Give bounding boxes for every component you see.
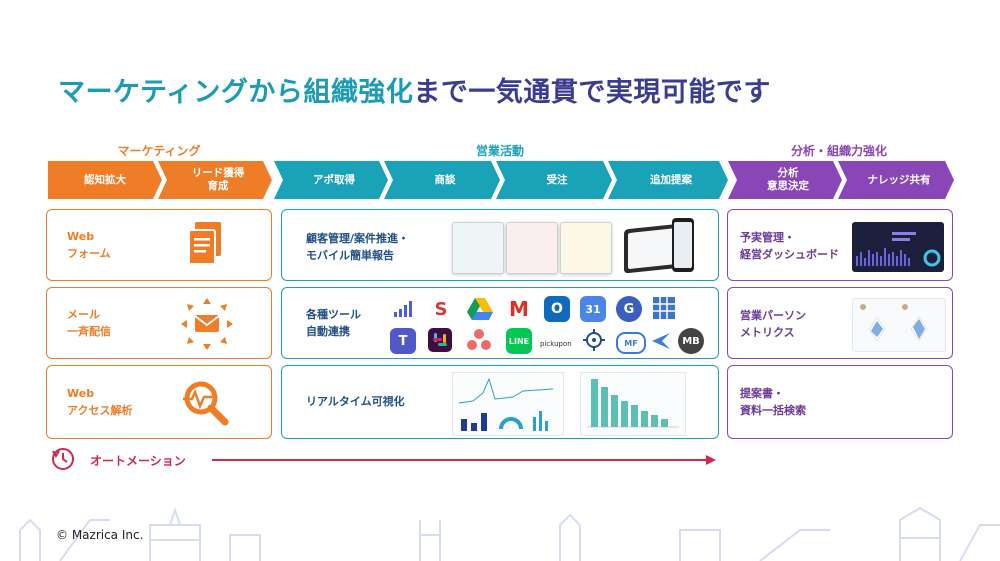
title-rest: まで一気通貫で実現可能です — [413, 77, 771, 108]
box-visualization: リアルタイム可視化 — [281, 365, 719, 439]
freee-icon — [652, 333, 670, 349]
outlook-icon: O — [544, 296, 570, 322]
pickupon-icon: pickupon — [540, 340, 572, 348]
playground-silhouette-decoration — [19, 506, 1000, 561]
box-label: 顧客管理/案件推進・ モバイル簡単報告 — [306, 232, 410, 262]
box-label: 営業パーソン メトリクス — [740, 309, 806, 339]
process-bar: 認知拡大 リード獲得 育成 アポ取得 商談 受注 追加提案 分析 意思決定 ナレ… — [48, 161, 958, 199]
box-crm: 顧客管理/案件推進・ モバイル簡単報告 — [281, 209, 719, 281]
step-knowledge: ナレッジ共有 — [838, 161, 954, 199]
step-analysis: 分析 意思決定 — [728, 161, 842, 199]
magnify-pulse-icon — [183, 381, 229, 426]
box-document-search: 提案書・ 資料一括検索 — [727, 365, 953, 439]
box-label: Web アクセス解析 — [67, 387, 133, 417]
grid-table-icon — [653, 297, 675, 319]
teams-icon: T — [390, 328, 416, 354]
business-card-image — [452, 222, 504, 274]
step-lead: リード獲得 育成 — [158, 161, 272, 199]
box-label: メール 一斉配信 — [67, 308, 111, 338]
box-dashboard: 予実管理・ 経営ダッシュボード — [727, 209, 953, 281]
step-negotiation: 商談 — [384, 161, 500, 199]
step-appointment: アポ取得 — [274, 161, 388, 199]
bar-chart-thumbnail — [580, 372, 686, 436]
group-marketing: マーケティング — [117, 144, 201, 158]
dashboard-dark-thumbnail — [852, 222, 944, 272]
email-broadcast-icon — [181, 298, 233, 350]
gear-hub-icon — [583, 329, 605, 351]
group-analysis: 分析・組織力強化 — [790, 144, 887, 158]
page-title: マーケティングから組織強化まで一気通貫で実現可能です — [58, 70, 771, 109]
g-icon: G — [616, 296, 642, 322]
automation-clock-icon — [52, 448, 74, 470]
box-label: 予実管理・ 経営ダッシュボード — [740, 231, 839, 261]
radar-chart-thumbnail — [852, 298, 946, 352]
asana-icon — [467, 329, 491, 350]
dashboard-thumbnail — [452, 372, 564, 436]
box-label: リアルタイム可視化 — [306, 395, 405, 408]
step-awareness: 認知拡大 — [48, 161, 162, 199]
step-upsell: 追加提案 — [608, 161, 728, 199]
line-icon: LINE — [506, 328, 532, 354]
title-highlight: マーケティングから組織強化 — [58, 77, 414, 108]
automation-label: オートメーション — [90, 454, 186, 468]
phone-image — [672, 218, 694, 272]
google-drive-icon — [467, 298, 493, 320]
box-email: メール 一斉配信 — [46, 287, 272, 359]
step-order: 受注 — [496, 161, 612, 199]
business-card-image — [560, 222, 612, 274]
document-icon — [188, 222, 221, 265]
box-label: 提案書・ 資料一括検索 — [740, 387, 806, 417]
copyright: © Mazrica Inc. — [56, 528, 144, 542]
box-label: 各種ツール 自動連携 — [306, 308, 361, 338]
mb-icon: MB — [678, 328, 704, 354]
gmail-icon: M — [506, 296, 532, 322]
automation-arrow — [212, 455, 716, 465]
box-web-form: Web フォーム — [46, 209, 272, 281]
slack-icon — [428, 328, 452, 352]
business-card-image — [506, 222, 558, 274]
group-sales: 営業活動 — [475, 144, 524, 158]
box-web-analytics: Web アクセス解析 — [46, 365, 272, 439]
signal-bars-icon — [394, 301, 412, 317]
sansan-icon: S — [428, 296, 454, 322]
box-metrics: 営業パーソン メトリクス — [727, 287, 953, 359]
box-integrations: 各種ツール 自動連携 S M O 31 G T LINE pickupon MF… — [281, 287, 719, 359]
box-label: Web フォーム — [67, 230, 111, 260]
google-calendar-icon: 31 — [580, 296, 606, 322]
mf-cloud-icon: MF — [616, 332, 646, 354]
